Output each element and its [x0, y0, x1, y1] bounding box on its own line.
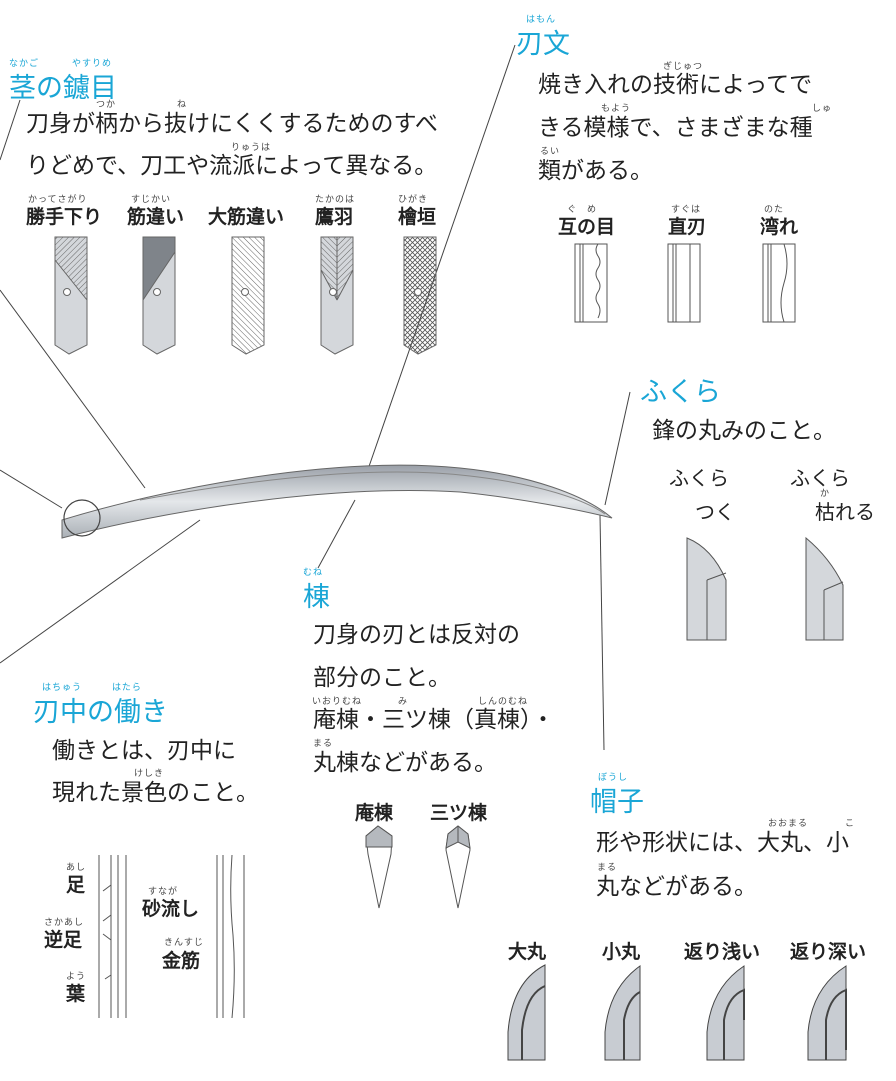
hataraki-ruby-1: はちゅう	[42, 683, 83, 693]
hataraki-type-label: 砂流し	[142, 898, 200, 920]
mune-body-ruby-4: まる	[313, 739, 334, 749]
nakago-type-label: 筋違い	[127, 206, 185, 228]
boshi-type-label: 大丸	[508, 941, 547, 963]
mune-body-line-4: 丸棟などがある。	[313, 750, 497, 776]
hamon-body-ruby-2: もよう	[601, 104, 632, 114]
hamon-type-ruby: のた	[764, 205, 785, 215]
fukura-type-label-b: つく	[695, 500, 735, 524]
mune-body-ruby-2: み	[398, 697, 409, 707]
nakago-type-label: 檜垣	[398, 206, 437, 228]
hataraki-drawings	[98, 854, 245, 1019]
mune-type-label: 三ツ棟	[430, 802, 488, 824]
nakago-body-line-2: りどめで、刀工や流派によって異なる。	[26, 153, 438, 179]
nakago-ruby-2: やすりめ	[72, 59, 113, 69]
mune-body-line-3: 庵棟・三ツ棟（真棟）・	[313, 707, 555, 733]
nakago-body-line-1: 刀身が柄から抜けにくくするためのすべ	[26, 111, 438, 137]
boshi-body-ruby-3: まる	[597, 863, 618, 873]
nakago-body-ruby-3: りゅうは	[231, 143, 272, 153]
hataraki-type-label: 逆足	[44, 929, 83, 951]
hamon-ruby: はもん	[526, 15, 557, 25]
hataraki-body-ruby: けしき	[134, 769, 165, 779]
hataraki-type-ruby: さかあし	[44, 918, 85, 928]
hataraki-title: 刃中の働き	[33, 697, 168, 728]
nakago-body-ruby-1: つか	[96, 100, 117, 110]
boshi-type-label: 小丸	[602, 941, 641, 963]
nakago-drawings	[54, 236, 437, 355]
mune-body-ruby-1: いおりむね	[312, 697, 363, 707]
hataraki-type-label: 金筋	[162, 950, 201, 972]
boshi-body-line-1: 形や形状には、大丸、小	[596, 830, 849, 856]
nakago-type-label: 大筋違い	[208, 206, 285, 228]
fukura-type-label-a: ふくら	[790, 466, 850, 490]
nakago-type-ruby: かってさがり	[28, 195, 88, 205]
boshi-drawings	[507, 964, 847, 1061]
hamon-type-label: 直刃	[668, 216, 707, 238]
boshi-ruby: ぼうし	[598, 773, 629, 783]
hataraki-ruby-2: はたら	[112, 683, 142, 693]
mune-drawings	[365, 825, 471, 909]
nakago-body-ruby-2: ね	[177, 100, 188, 110]
hataraki-type-ruby: あし	[66, 863, 87, 873]
hataraki-type-label: 足	[66, 874, 86, 896]
hataraki-type-label: 葉	[66, 983, 86, 1005]
fukura-body-line-1: 鋒の丸みのこと。	[652, 418, 836, 444]
fukura-drawings	[686, 536, 844, 641]
mune-body-line-2: 部分のこと。	[313, 665, 451, 691]
hamon-title: 刃文	[516, 29, 570, 60]
leader-lines	[0, 44, 631, 751]
boshi-type-label: 返り深い	[790, 941, 867, 963]
mune-ruby: むね	[303, 568, 324, 578]
mune-body-line-1: 刀身の刃とは反対の	[313, 622, 520, 648]
fukura-type-ruby: か	[820, 489, 831, 499]
hataraki-type-ruby: よう	[66, 972, 87, 982]
mune-type-label: 庵棟	[355, 802, 394, 824]
hamon-type-label: 互の目	[558, 216, 616, 238]
hataraki-type-ruby: すなが	[148, 887, 179, 897]
hamon-type-ruby: すぐは	[671, 205, 702, 215]
boshi-body-ruby-1: おおまる	[768, 819, 809, 829]
hataraki-body-line-2: 現れた景色のこと。	[52, 780, 259, 806]
hataraki-type-ruby: きんすじ	[164, 938, 204, 948]
hamon-body-line-3: 類がある。	[538, 158, 653, 184]
hataraki-body-line-1: 働きとは、刃中に	[52, 738, 236, 764]
nakago-ruby-1: なかご	[9, 59, 40, 69]
hamon-body-line-2: きる模様で、さまざまな種	[538, 115, 813, 141]
sword-blade-drawing	[61, 464, 613, 539]
hamon-type-ruby: ぐ め	[567, 205, 598, 215]
boshi-body-ruby-2: こ	[845, 819, 856, 829]
hamon-type-label: 湾れ	[760, 216, 799, 238]
boshi-body-line-2: 丸などがある。	[596, 874, 757, 900]
hamon-body-ruby-1: ぎじゅつ	[663, 62, 704, 72]
nakago-title: 茎の鑢目	[9, 73, 117, 104]
fukura-type-label-a: ふくら	[669, 466, 729, 490]
boshi-type-label: 返り浅い	[684, 941, 761, 963]
nakago-type-label: 鷹羽	[315, 206, 354, 228]
hamon-body-line-1: 焼き入れの技術によってで	[538, 72, 813, 98]
hamon-body-ruby-4: るい	[540, 147, 561, 157]
mune-title: 棟	[303, 582, 330, 613]
nakago-type-label: 勝手下り	[26, 206, 103, 228]
nakago-type-ruby: すじかい	[131, 195, 172, 205]
mune-body-ruby-3: しんのむね	[478, 697, 529, 707]
nakago-type-ruby: ひがき	[398, 195, 429, 205]
nakago-type-ruby: たかのは	[315, 195, 356, 205]
boshi-title: 帽子	[590, 787, 644, 818]
hamon-body-ruby-3: しゅ	[812, 104, 833, 114]
hamon-drawings	[574, 243, 796, 323]
fukura-title: ふくら	[640, 377, 721, 408]
fukura-type-label-b: 枯れる	[815, 500, 875, 524]
